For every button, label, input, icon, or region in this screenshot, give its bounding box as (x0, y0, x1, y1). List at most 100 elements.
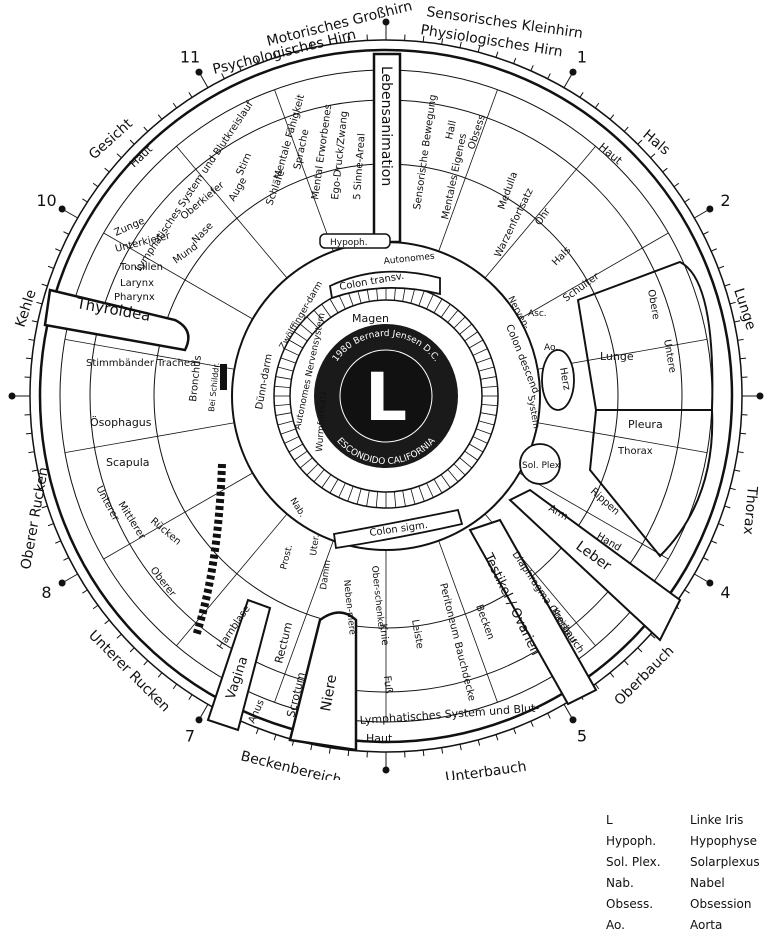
zone-vagina-box (206, 598, 272, 732)
zone-fuss: Fuß (381, 675, 394, 694)
pupil-spoke (468, 443, 484, 453)
zone-haut-top: Haut (596, 140, 625, 167)
pupil-spoke (476, 357, 492, 364)
legend-key: Hypoph. (606, 834, 657, 848)
clock-tick (63, 231, 70, 235)
pupil-spoke (366, 490, 370, 507)
clock-tick (547, 73, 551, 80)
clock-tick (737, 451, 744, 454)
clock-tick (441, 747, 444, 754)
clock-tick (273, 51, 277, 58)
sector-spoke (274, 540, 334, 703)
hour-dot (382, 766, 390, 774)
pupil-spoke (321, 304, 332, 318)
clock-tick (594, 102, 600, 109)
clock-tick (310, 744, 313, 751)
clock-tick (255, 57, 259, 64)
pupil-spoke (288, 339, 304, 349)
label-unterbauch: Unterbauch (444, 759, 527, 780)
clock-tick (459, 744, 462, 751)
clock-tick (422, 35, 425, 43)
pupil-spoke (481, 385, 498, 389)
pupil-spoke (410, 287, 416, 304)
pupil-spoke (426, 294, 434, 310)
clock-tick (609, 672, 615, 678)
clock-tick (739, 357, 747, 360)
pupil-inner-ring (339, 349, 433, 443)
clock-tick (47, 265, 54, 269)
clock-tick (25, 432, 33, 435)
clock-tick (734, 320, 741, 323)
clock-number: 12 (376, 0, 396, 4)
zone-pharynx: Pharynx (114, 292, 155, 303)
zone-lebensanimation: Lebensanimation (378, 66, 394, 186)
legend-row: Nab.Nabel (606, 873, 766, 894)
clock-tick (221, 73, 225, 80)
clock-tick (637, 139, 643, 145)
pupil-spoke (480, 376, 497, 380)
sector-spoke (64, 422, 235, 454)
clock-tick (41, 283, 48, 287)
zone-mittlerer: Mittlerer (115, 500, 147, 542)
clock-tick (650, 153, 656, 159)
pupil-spoke (280, 428, 296, 435)
clock-tick (143, 660, 149, 666)
pupil-spoke (468, 339, 484, 349)
zone-osophagus: Ösophagus (90, 416, 152, 429)
clock-tick (739, 432, 747, 435)
zone-sensorische: Sensorische Bewegung (412, 94, 439, 211)
clock-tick (28, 338, 35, 341)
hour-dot (8, 392, 16, 400)
clock-number: 5 (577, 726, 587, 745)
clock-tick (718, 265, 725, 269)
zone-niere: Niere (318, 673, 340, 712)
zone-prost: Prost. (279, 544, 295, 571)
label-thorax: Thorax (740, 485, 760, 536)
clock-tick (477, 46, 481, 53)
clock-tick (116, 633, 122, 639)
pupil-spoke (472, 436, 488, 444)
clock-tick (684, 589, 690, 594)
zone-untere: Untere (661, 339, 678, 374)
legend-row: Hypoph.Hypophyse (606, 831, 766, 852)
pupil-spoke (459, 323, 473, 335)
hour-dot (569, 68, 577, 76)
zone-sol-plex-box (519, 443, 561, 485)
clock-tick (31, 469, 38, 472)
zone-pleura: Pleura (628, 418, 663, 431)
pupil-spoke (433, 298, 443, 314)
pupil-spoke (476, 428, 492, 435)
clock-tick (129, 139, 135, 145)
pupil-spoke (338, 294, 346, 310)
clock-tick (547, 712, 551, 719)
zone-scapula: Scapula (106, 456, 150, 469)
clock-tick (28, 451, 35, 454)
zone-leber-box (508, 488, 682, 642)
sector-spoke (438, 89, 498, 252)
zone-wurmfortsatz: Wurmfortsatz (315, 390, 329, 452)
legend-row: Sol. Plex.Solarplexus (606, 852, 766, 873)
clock-tick (662, 167, 668, 173)
zone-anus: Anus (247, 698, 267, 725)
pupil-spoke (418, 486, 425, 502)
sector-spoke (537, 422, 708, 454)
clock-number: 8 (41, 583, 51, 602)
pupil-spoke (433, 478, 443, 494)
clock-tick (650, 633, 656, 639)
pupil-spoke (410, 488, 416, 505)
clock-tick (724, 505, 731, 509)
sector-spoke (484, 146, 596, 279)
clock-tick (513, 728, 517, 735)
clock-tick (702, 557, 709, 561)
pupil-spoke (453, 463, 466, 476)
clock-tick (684, 198, 690, 203)
zone-system: System (525, 395, 541, 430)
clock-tick (530, 65, 534, 71)
zone-larynx: Larynx (120, 278, 154, 289)
pupil-spoke (464, 450, 478, 461)
clock-tick (328, 38, 331, 45)
pupil-spoke (284, 348, 300, 356)
zone-damm: Damm (319, 559, 333, 590)
pupil-spoke (418, 290, 425, 306)
clock-tick (623, 660, 629, 666)
